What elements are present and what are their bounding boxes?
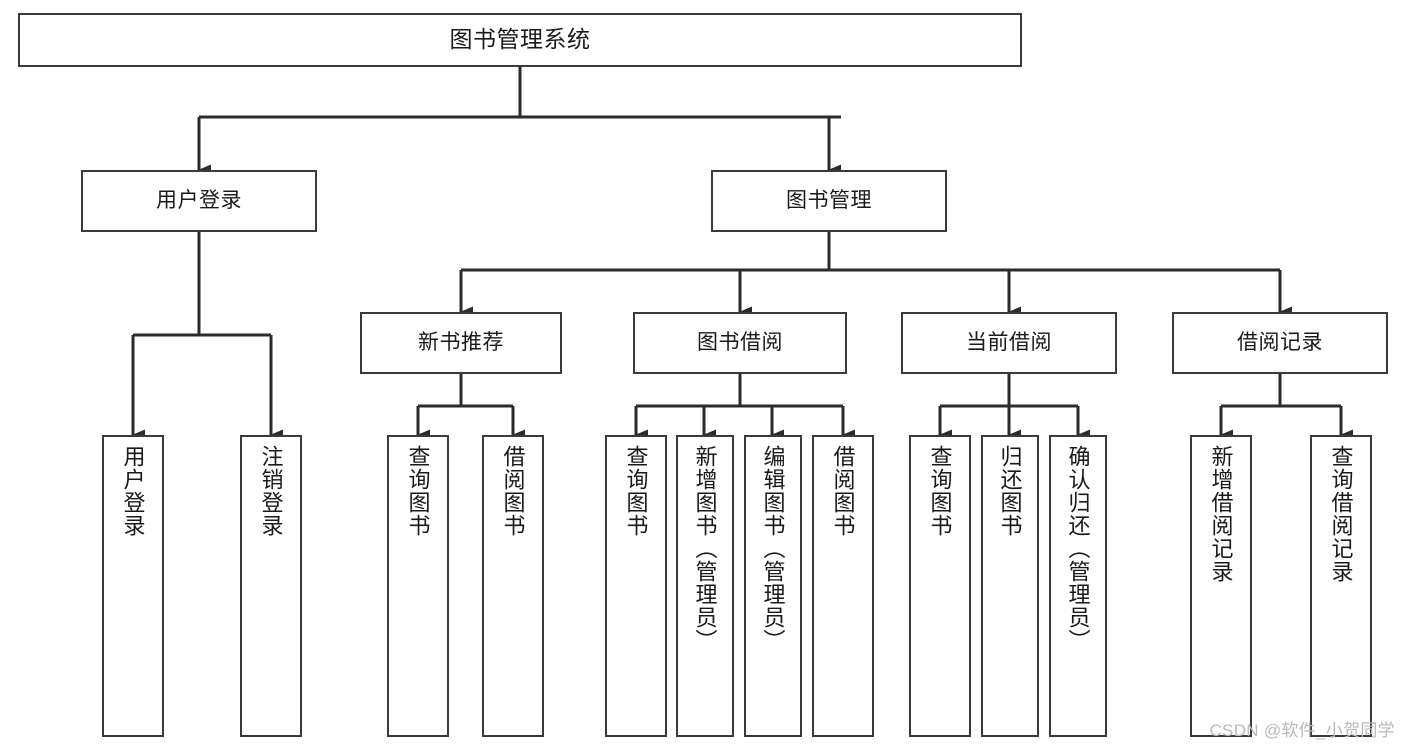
node-label: 确认归还（管理员） bbox=[1065, 445, 1091, 652]
leaf-query-book-borrow[interactable]: 查询图书 bbox=[605, 435, 667, 737]
node-label: 查询借阅记录 bbox=[1328, 445, 1354, 583]
node-label: 当前借阅 bbox=[966, 330, 1052, 354]
node-label: 注销登录 bbox=[258, 445, 284, 537]
node-label: 查询图书 bbox=[623, 445, 649, 537]
leaf-return-book[interactable]: 归还图书 bbox=[981, 435, 1039, 737]
node-label: 查询图书 bbox=[927, 445, 953, 537]
node-label: 借阅图书 bbox=[830, 445, 856, 537]
node-label: 图书管理系统 bbox=[449, 26, 591, 53]
node-label: 新书推荐 bbox=[418, 330, 504, 354]
leaf-add-borrow-record[interactable]: 新增借阅记录 bbox=[1190, 435, 1252, 737]
leaf-confirm-return[interactable]: 确认归还（管理员） bbox=[1049, 435, 1107, 737]
node-label: 借阅记录 bbox=[1237, 330, 1323, 354]
leaf-user-login[interactable]: 用户登录 bbox=[102, 435, 164, 737]
node-book-management-system[interactable]: 图书管理系统 bbox=[18, 13, 1022, 67]
leaf-query-book-recommend[interactable]: 查询图书 bbox=[387, 435, 449, 737]
node-book-borrow[interactable]: 图书借阅 bbox=[633, 312, 847, 374]
leaf-logout[interactable]: 注销登录 bbox=[240, 435, 302, 737]
node-label: 新增图书（管理员） bbox=[692, 445, 718, 652]
node-book-management[interactable]: 图书管理 bbox=[711, 170, 947, 232]
node-label: 图书借阅 bbox=[697, 330, 783, 354]
leaf-query-book-current[interactable]: 查询图书 bbox=[909, 435, 971, 737]
node-label: 新增借阅记录 bbox=[1208, 445, 1234, 583]
watermark-csdn: CSDN @软件_小贺同学 bbox=[1209, 721, 1395, 740]
node-label: 借阅图书 bbox=[500, 445, 526, 537]
leaf-query-borrow-record[interactable]: 查询借阅记录 bbox=[1310, 435, 1372, 737]
node-label: 图书管理 bbox=[786, 188, 872, 212]
node-new-book-recommend[interactable]: 新书推荐 bbox=[360, 312, 562, 374]
node-current-borrow[interactable]: 当前借阅 bbox=[901, 312, 1117, 374]
node-label: 用户登录 bbox=[120, 445, 146, 537]
node-user-login[interactable]: 用户登录 bbox=[81, 170, 317, 232]
node-label: 查询图书 bbox=[405, 445, 431, 537]
leaf-borrow-book-recommend[interactable]: 借阅图书 bbox=[482, 435, 544, 737]
leaf-borrow-book[interactable]: 借阅图书 bbox=[812, 435, 874, 737]
leaf-edit-book[interactable]: 编辑图书（管理员） bbox=[744, 435, 802, 737]
node-label: 用户登录 bbox=[156, 188, 242, 212]
node-borrow-record[interactable]: 借阅记录 bbox=[1172, 312, 1388, 374]
node-label: 编辑图书（管理员） bbox=[760, 445, 786, 652]
node-label: 归还图书 bbox=[997, 445, 1023, 537]
leaf-add-book[interactable]: 新增图书（管理员） bbox=[676, 435, 734, 737]
